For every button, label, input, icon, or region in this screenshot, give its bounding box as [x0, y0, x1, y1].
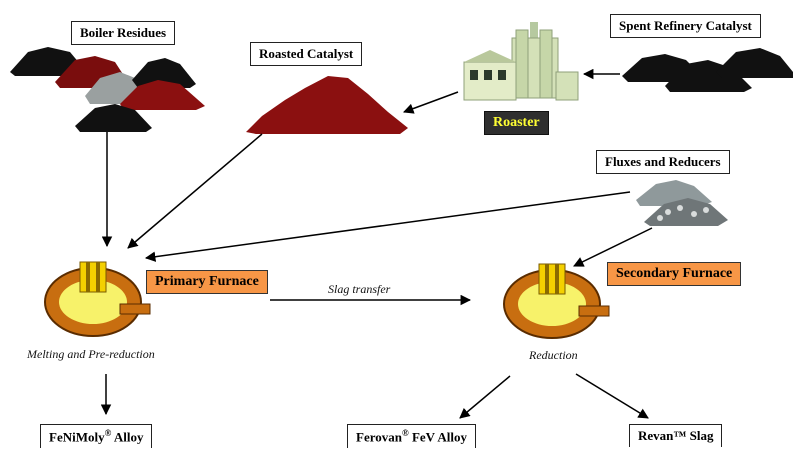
ferovan-registered-mark: ® — [401, 428, 409, 438]
slag-transfer-caption: Slag transfer — [328, 282, 391, 296]
arrow-roaster-to-roasted — [403, 91, 459, 114]
fenimoly-registered-mark: ® — [104, 428, 112, 438]
flow-arrows — [100, 68, 653, 419]
roaster-label: Roaster — [484, 111, 549, 135]
primary-furnace-caption: Melting and Pre-reduction — [27, 347, 155, 361]
spent-catalyst-piles — [622, 48, 793, 92]
boiler-residues-label: Boiler Residues — [71, 21, 176, 45]
arrow-fluxes-to-secondary — [573, 227, 653, 267]
arrow-secondary-to-revan — [575, 373, 649, 419]
spent-catalyst-label: Spent Refinery Catalyst — [610, 14, 761, 38]
fenimoly-alloy-label: FeNiMoly® Alloy — [40, 424, 153, 449]
boiler-residues-piles — [10, 47, 205, 132]
roaster-building-icon — [463, 22, 579, 101]
fenimoly-suffix: Alloy — [111, 429, 144, 445]
secondary-furnace-icon — [503, 263, 610, 339]
ferovan-name: Ferovan — [356, 429, 402, 445]
primary-furnace-icon — [44, 261, 151, 337]
fluxes-label: Fluxes and Reducers — [596, 150, 730, 174]
revan-slag-label: Revan™ Slag — [629, 424, 723, 447]
fluxes-piles — [636, 180, 728, 226]
secondary-furnace-label: Secondary Furnace — [607, 262, 742, 286]
roasted-catalyst-label: Roasted Catalyst — [250, 42, 363, 66]
arrow-secondary-to-ferovan — [459, 375, 511, 419]
ferovan-alloy-label: Ferovan® FeV Alloy — [347, 424, 476, 449]
arrow-fluxes-to-primary — [144, 191, 631, 262]
roasted-catalyst-pile — [246, 76, 408, 134]
primary-furnace-label: Primary Furnace — [146, 270, 268, 294]
fenimoly-name: FeNiMoly — [49, 429, 105, 445]
ferovan-suffix: FeV Alloy — [408, 429, 467, 445]
secondary-furnace-caption: Reduction — [529, 348, 578, 362]
arrow-roasted-to-primary — [127, 133, 263, 249]
